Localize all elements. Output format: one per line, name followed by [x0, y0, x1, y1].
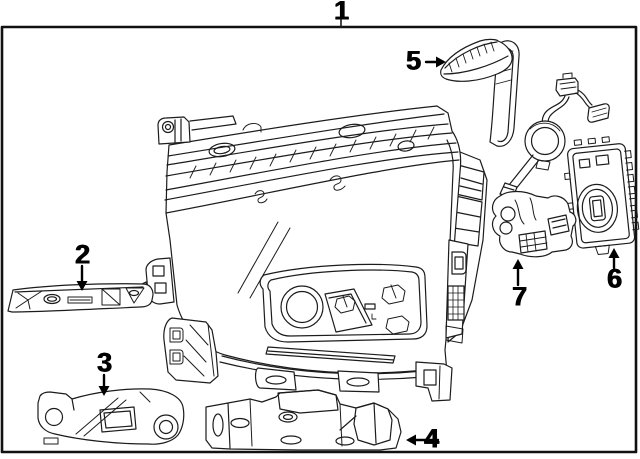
- part-4-bottom-bracket-drawing: [205, 389, 402, 451]
- part-6-control-module-drawing: [564, 136, 640, 256]
- part-7-wiring-harness-drawing: [491, 72, 610, 258]
- callout-label-1[interactable]: 1: [333, 0, 349, 26]
- callout-label-6[interactable]: 6: [606, 263, 622, 294]
- part-2-upper-bracket-drawing: [7, 283, 154, 313]
- callout-6-arrow: [608, 248, 620, 270]
- callout-label-3[interactable]: 3: [96, 347, 112, 378]
- callout-label-2[interactable]: 2: [74, 239, 90, 270]
- part-5-corner-trim-drawing: [440, 38, 513, 82]
- part-3-lower-bracket-drawing: [37, 388, 185, 445]
- lamp-side-vent-drawing: [445, 239, 469, 344]
- callout-label-4[interactable]: 4: [423, 423, 439, 454]
- callout-5-arrow: [424, 56, 446, 68]
- headlamp-body-drawing: [164, 105, 462, 380]
- lamp-bottom-feet-drawing: [254, 361, 453, 402]
- callout-arrows: [76, 56, 620, 446]
- callout-4-arrow: [406, 434, 440, 446]
- lamp-left-foot-drawing: [163, 317, 219, 384]
- callout-7-arrow: [512, 259, 524, 287]
- callout-2-arrow: [76, 264, 88, 291]
- callout-label-7[interactable]: 7: [511, 281, 527, 312]
- callout-label-5[interactable]: 5: [405, 45, 421, 76]
- lamp-top-tab-drawing: [157, 115, 237, 145]
- callout-3-arrow: [98, 373, 110, 396]
